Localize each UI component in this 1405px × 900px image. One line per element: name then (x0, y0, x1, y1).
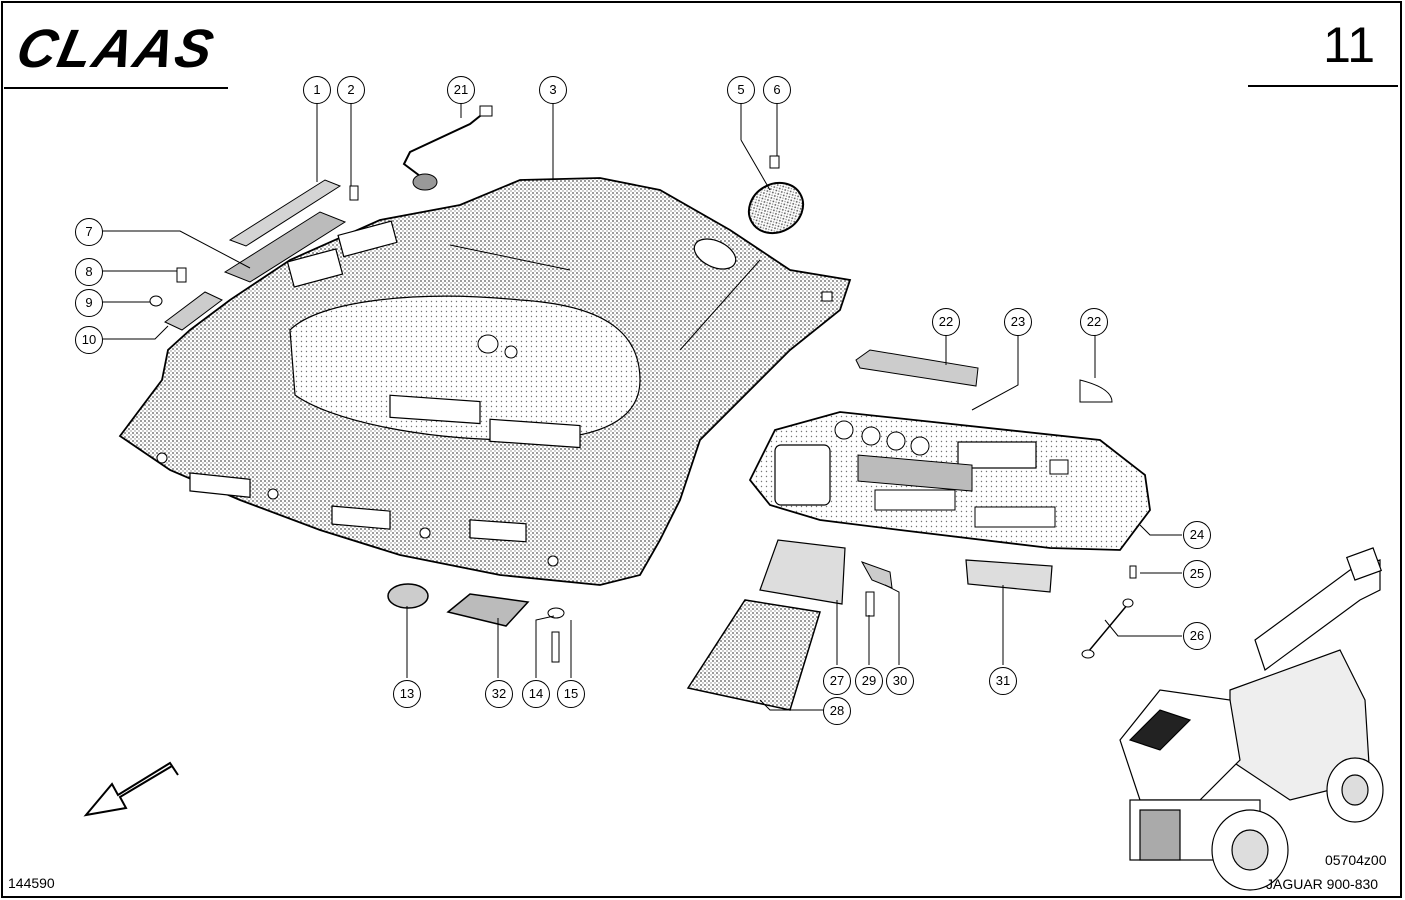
callout: 10 (75, 326, 103, 354)
model-name: JAGUAR 900-830 (1266, 876, 1379, 892)
callout: 3 (539, 76, 567, 104)
callout: 26 (1183, 622, 1211, 650)
callout: 22 (932, 308, 960, 336)
part-cover-plate (855, 349, 979, 387)
callout: 28 (823, 697, 851, 725)
callout: 30 (886, 667, 914, 695)
part-washer (547, 607, 565, 619)
callout: 32 (485, 680, 513, 708)
callout: 6 (763, 76, 791, 104)
callout: 8 (75, 258, 103, 286)
part-sensor (412, 173, 438, 191)
part-speaker (747, 181, 805, 235)
part-switch-plate (857, 454, 973, 492)
part-vent-strip (223, 179, 347, 283)
drawing-number: 144590 (8, 875, 55, 891)
part-plug (176, 267, 187, 283)
part-clip (860, 561, 893, 589)
callout: 31 (989, 667, 1017, 695)
callout: 23 (1004, 308, 1032, 336)
part-cable (402, 111, 486, 177)
leader-lines (102, 102, 1182, 711)
callout: 29 (855, 667, 883, 695)
callout: 9 (75, 289, 103, 317)
callout: 27 (823, 667, 851, 695)
callout: 2 (337, 76, 365, 104)
callout: 14 (522, 680, 550, 708)
part-bolt (551, 631, 560, 663)
brand-logo: CLAAS (11, 19, 221, 79)
part-lamp (164, 291, 223, 331)
roof-headliner (118, 177, 852, 586)
page-number: 11 (1323, 17, 1375, 73)
callout: 13 (393, 680, 421, 708)
part-tray (686, 599, 821, 711)
callout: 24 (1183, 521, 1211, 549)
part-spring (865, 591, 875, 617)
part-bulb (149, 295, 163, 307)
part-cushion (759, 539, 846, 605)
callout: 1 (303, 76, 331, 104)
part-vent-grille (446, 593, 530, 627)
arrow-down-left-icon (83, 761, 179, 817)
part-screw-2 (769, 155, 780, 169)
part-grommet (387, 583, 429, 609)
callout: 22 (1080, 308, 1108, 336)
part-screw (349, 185, 359, 201)
part-bracket (965, 559, 1053, 593)
part-cover-cap (1079, 379, 1113, 403)
figure-code: 05704z00 (1325, 852, 1387, 868)
part-strap (1087, 603, 1129, 653)
callout: 15 (557, 680, 585, 708)
part-screw-3 (1129, 565, 1137, 579)
callout: 25 (1183, 560, 1211, 588)
callout: 5 (727, 76, 755, 104)
callout: 7 (75, 218, 103, 246)
callout: 21 (447, 76, 475, 104)
harvester-thumbnail (1119, 547, 1384, 891)
